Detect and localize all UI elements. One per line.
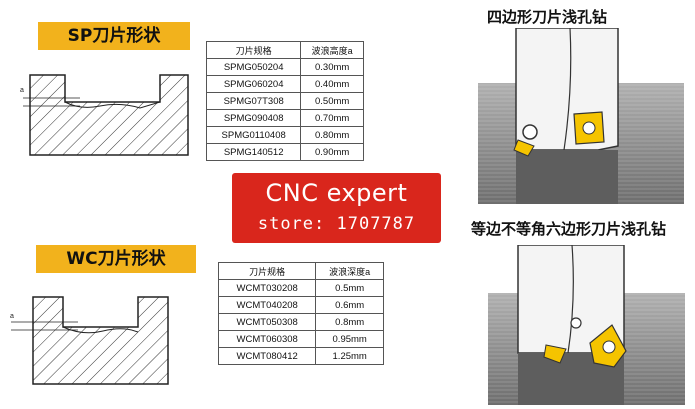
- cell-value: 0.50mm: [300, 92, 364, 110]
- cell-spec: WCMT030208: [217, 279, 317, 297]
- cell-value: 0.80mm: [300, 126, 364, 144]
- table-header-row: 刀片规格 波浪深度a: [217, 262, 384, 280]
- header-spec: 刀片规格: [205, 41, 302, 59]
- cell-value: 0.70mm: [300, 109, 364, 127]
- cell-spec: SPMG060204: [205, 75, 302, 93]
- cell-spec: WCMT050308: [217, 313, 317, 331]
- sp-insert-badge: SP刀片形状: [38, 22, 190, 50]
- table-header-row: 刀片规格 波浪高度a: [205, 41, 364, 59]
- square-insert-drill-illustration: [478, 28, 684, 204]
- hex-insert-drill-illustration: [488, 245, 685, 405]
- cell-value: 1.25mm: [315, 347, 384, 365]
- cell-value: 0.5mm: [315, 279, 384, 297]
- cell-value: 0.6mm: [315, 296, 384, 314]
- cell-spec: SPMG07T308: [205, 92, 302, 110]
- header-spec: 刀片规格: [217, 262, 317, 280]
- wc-dim-label: a: [10, 313, 14, 320]
- screw-hole-icon: [570, 317, 582, 329]
- watermark-line2: store: 1707787: [257, 214, 416, 234]
- cell-spec: SPMG0110408: [205, 126, 302, 144]
- wc-insert-profile-diagram: a: [10, 296, 169, 385]
- cell-value: 0.40mm: [300, 75, 364, 93]
- hex-insert-drill-title: 等边不等角六边形刀片浅孔钻: [471, 220, 667, 238]
- cell-spec: WCMT060308: [217, 330, 317, 348]
- header-wave-depth: 波浪深度a: [315, 262, 384, 280]
- header-wave-height: 波浪高度a: [300, 41, 364, 59]
- cell-value: 0.8mm: [315, 313, 384, 331]
- cell-value: 0.30mm: [300, 58, 364, 76]
- cell-spec: WCMT080412: [217, 347, 317, 365]
- cell-spec: WCMT040208: [217, 296, 317, 314]
- sp-insert-profile-diagram: a: [20, 74, 189, 156]
- square-insert-drill-title: 四边形刀片浅孔钻: [487, 8, 608, 26]
- watermark-banner: CNC expert store: 1707787: [232, 173, 441, 243]
- cell-spec: SPMG050204: [205, 58, 302, 76]
- cell-value: 0.95mm: [315, 330, 384, 348]
- cell-spec: SPMG140512: [205, 143, 302, 161]
- cell-spec: SPMG090408: [205, 109, 302, 127]
- cell-value: 0.90mm: [300, 143, 364, 161]
- watermark-line1: CNC expert: [265, 179, 408, 207]
- wc-insert-badge: WC刀片形状: [36, 245, 196, 273]
- screw-hole-icon: [522, 124, 538, 140]
- sp-dim-label: a: [20, 87, 24, 94]
